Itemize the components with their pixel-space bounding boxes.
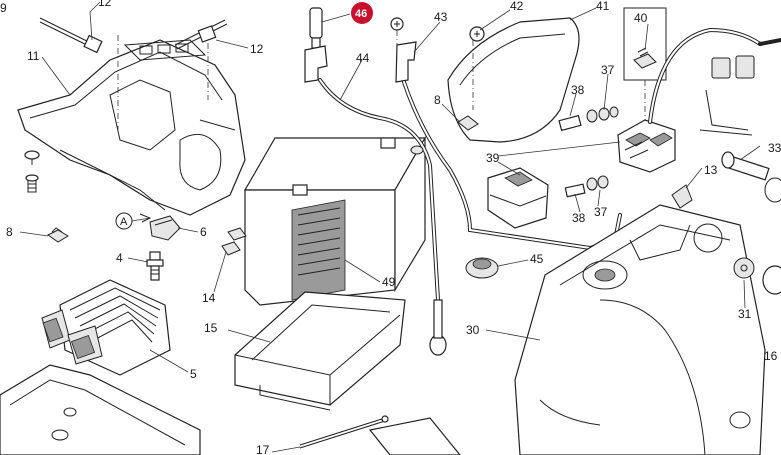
callout-5: 5	[190, 367, 197, 381]
callout-31: 31	[738, 307, 752, 321]
callout-45: 45	[530, 252, 544, 266]
callout-17: 17	[256, 443, 270, 455]
part-16[interactable]	[762, 177, 781, 295]
battery-tray[interactable]	[234, 291, 406, 411]
starter-relay[interactable]	[617, 119, 676, 173]
callout-49: 49	[382, 275, 396, 289]
callout-9: 9	[0, 1, 7, 15]
voltage-regulator[interactable]	[41, 279, 171, 376]
battery-holder-bracket[interactable]	[17, 30, 246, 216]
screw-top-center[interactable]	[390, 17, 404, 45]
clip-nut-8-left[interactable]	[47, 227, 69, 243]
battery-warning-label	[291, 199, 346, 301]
callout-44: 44	[356, 51, 370, 65]
callout-41: 41	[596, 0, 610, 13]
callout-38-top: 38	[571, 83, 585, 97]
negative-cable-44[interactable]	[304, 45, 447, 356]
callout-15: 15	[204, 321, 218, 335]
lower-bolts-37-38[interactable]	[564, 175, 609, 198]
leader-lines	[19, 1, 761, 453]
callout-30: 30	[466, 323, 480, 337]
callout-37-top: 37	[601, 63, 615, 77]
screw-left-lower[interactable]	[25, 174, 39, 193]
reference-marker-a: A	[115, 212, 152, 230]
reference-marker-label: A	[120, 216, 128, 228]
callout-43: 43	[434, 10, 448, 24]
rubber-grommet-45[interactable]	[465, 257, 499, 279]
callout-13: 13	[704, 163, 718, 177]
bolt-33[interactable]	[721, 151, 770, 181]
callout-39: 39	[486, 151, 500, 165]
sensor-13[interactable]	[671, 184, 693, 209]
callout-16: 16	[764, 349, 778, 363]
washer-31[interactable]	[733, 257, 755, 279]
callout-11: 11	[27, 49, 40, 63]
callout-12-left: 12	[98, 0, 112, 9]
relay-cover-39[interactable]	[487, 167, 549, 229]
callout-40: 40	[634, 11, 648, 25]
callout-46: 46	[355, 8, 367, 20]
callout-33: 33	[768, 141, 781, 155]
rubber-mount-4[interactable]	[146, 251, 164, 281]
callout-14: 14	[202, 291, 216, 305]
callout-8-right: 8	[434, 93, 441, 107]
cable-tie-left[interactable]	[39, 17, 103, 54]
washer-center[interactable]	[410, 145, 424, 155]
cable-tie-right[interactable]	[174, 19, 228, 50]
callout-42: 42	[510, 0, 524, 13]
callout-4: 4	[116, 251, 123, 265]
fuse-box-cover[interactable]	[447, 17, 580, 143]
lower-tray-left[interactable]	[0, 364, 201, 455]
battery[interactable]	[243, 135, 427, 306]
callout-38-bottom: 38	[572, 211, 586, 225]
screw-9[interactable]	[24, 150, 40, 165]
screw-42[interactable]	[469, 26, 485, 42]
positive-cable-43[interactable]	[395, 41, 622, 251]
callout-8-left: 8	[6, 225, 13, 239]
spare-fuse-box-40[interactable]	[623, 7, 667, 120]
highlight-badge-46[interactable]	[351, 2, 373, 24]
relay-bolts-37-38[interactable]	[558, 106, 619, 132]
callout-12-right: 12	[250, 42, 264, 56]
rear-frame-30[interactable]	[514, 204, 766, 455]
callout-6: 6	[200, 225, 207, 239]
callout-37-bottom: 37	[594, 205, 608, 219]
rubber-pad-14-b[interactable]	[227, 227, 247, 241]
main-wiring-harness[interactable]	[648, 27, 781, 136]
long-bolt-17[interactable]	[299, 415, 461, 455]
rubber-pad-14-a[interactable]	[221, 241, 241, 256]
mounting-clip-6[interactable]	[149, 215, 181, 241]
clip-nut-8-right[interactable]	[457, 115, 479, 131]
